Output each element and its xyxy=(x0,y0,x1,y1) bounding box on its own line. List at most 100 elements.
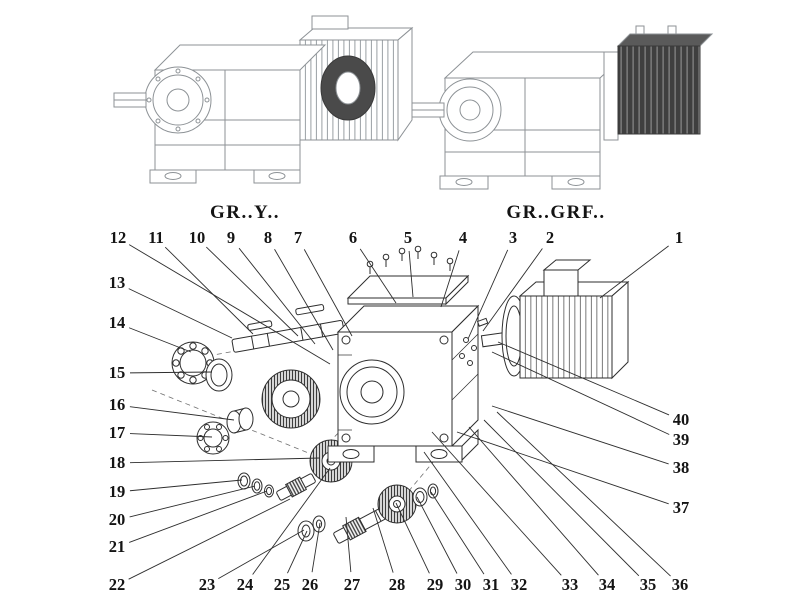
leader-line-25 xyxy=(287,530,308,574)
leader-line-32 xyxy=(423,451,512,575)
callout-21: 21 xyxy=(108,536,126,556)
exploded-view xyxy=(151,245,630,544)
leader-line-27 xyxy=(345,516,352,573)
leader-line-14 xyxy=(128,327,192,353)
leader-line-36 xyxy=(496,411,671,577)
callout-20: 20 xyxy=(108,509,126,529)
leader-line-16 xyxy=(129,406,235,421)
callout-32: 32 xyxy=(510,574,528,594)
callout-33: 33 xyxy=(561,574,579,594)
large-helical-gear xyxy=(261,369,321,429)
leader-line-11 xyxy=(164,246,254,335)
leader-line-9 xyxy=(238,247,316,345)
leader-line-38 xyxy=(491,405,669,465)
gearbox-housing xyxy=(327,304,480,463)
cover-bolts xyxy=(366,245,454,274)
leader-line-19 xyxy=(129,479,243,492)
front-bearing xyxy=(171,341,215,385)
callout-14: 14 xyxy=(108,312,126,332)
leader-line-13 xyxy=(128,288,233,339)
callout-24: 24 xyxy=(236,574,254,594)
leader-line-15 xyxy=(129,371,213,374)
shaft-end-discs xyxy=(297,515,326,542)
leader-line-34 xyxy=(468,426,599,576)
leader-line-4 xyxy=(440,250,460,308)
leader-line-20 xyxy=(129,485,256,518)
variant-label-gr-y: GR..Y.. xyxy=(210,202,280,223)
callout-39: 39 xyxy=(672,429,690,449)
callout-3: 3 xyxy=(508,227,518,247)
housing-top-cover xyxy=(346,245,470,306)
callout-7: 7 xyxy=(293,227,303,247)
callout-5: 5 xyxy=(403,227,413,247)
callout-16: 16 xyxy=(108,394,126,414)
leader-line-33 xyxy=(431,431,562,576)
callout-31: 31 xyxy=(482,574,500,594)
callout-11: 11 xyxy=(148,227,164,247)
callout-10: 10 xyxy=(188,227,206,247)
callout-19: 19 xyxy=(108,481,126,501)
callout-38: 38 xyxy=(672,457,690,477)
callout-8: 8 xyxy=(263,227,273,247)
leader-line-31 xyxy=(430,491,485,575)
callout-27: 27 xyxy=(343,574,361,594)
leader-line-5 xyxy=(408,250,414,298)
leader-line-35 xyxy=(483,419,640,577)
terminal-box xyxy=(543,269,579,297)
callout-29: 29 xyxy=(426,574,444,594)
leader-line-28 xyxy=(372,507,394,573)
leader-line-12 xyxy=(128,244,331,365)
leader-line-6 xyxy=(359,248,397,304)
callout-9: 9 xyxy=(226,227,236,247)
leader-line-18 xyxy=(129,457,321,464)
intermediate-bearing xyxy=(196,421,230,455)
leader-line-22 xyxy=(128,498,291,580)
oil-seal xyxy=(205,358,233,392)
callout-17: 17 xyxy=(108,422,126,442)
leader-line-24 xyxy=(252,467,331,575)
callout-12: 12 xyxy=(109,227,127,247)
terminal-box-left-view xyxy=(311,15,349,30)
leader-line-7 xyxy=(303,249,353,337)
callout-26: 26 xyxy=(301,574,319,594)
leader-line-29 xyxy=(395,502,430,574)
callout-35: 35 xyxy=(639,574,657,594)
leader-line-39 xyxy=(491,351,670,435)
assembled-view-gr-grf xyxy=(411,25,714,190)
fin-cover-top xyxy=(616,33,714,47)
callout-28: 28 xyxy=(388,574,406,594)
pinion-shaft xyxy=(276,473,316,501)
callout-34: 34 xyxy=(598,574,616,594)
callout-6: 6 xyxy=(348,227,358,247)
motor xyxy=(501,259,630,380)
leader-line-23 xyxy=(218,529,305,579)
leader-line-30 xyxy=(416,496,458,574)
assembled-view-gr-y xyxy=(113,15,414,184)
guide-line xyxy=(151,389,317,457)
shaft-key xyxy=(247,320,273,331)
leader-line-21 xyxy=(129,490,268,543)
adapter-plate xyxy=(603,51,619,141)
callout-18: 18 xyxy=(108,452,126,472)
spacer-sleeve xyxy=(226,407,254,434)
callout-36: 36 xyxy=(671,574,689,594)
callout-13: 13 xyxy=(108,272,126,292)
leader-line-8 xyxy=(274,249,334,351)
callout-40: 40 xyxy=(672,409,690,429)
leader-line-2 xyxy=(482,248,543,332)
callout-4: 4 xyxy=(458,227,468,247)
callout-22: 22 xyxy=(108,574,126,594)
callout-23: 23 xyxy=(198,574,216,594)
variant-label-gr-grf: GR..GRF.. xyxy=(506,202,606,223)
output-gear xyxy=(377,483,439,524)
callout-15: 15 xyxy=(108,362,126,382)
leader-line-1 xyxy=(599,245,669,299)
retaining-rings xyxy=(237,472,274,498)
leader-lines-layer xyxy=(128,244,671,580)
fin-cover-dark xyxy=(617,45,701,135)
callout-37: 37 xyxy=(672,497,690,517)
leader-line-37 xyxy=(456,431,669,505)
leader-line-3 xyxy=(467,249,509,340)
